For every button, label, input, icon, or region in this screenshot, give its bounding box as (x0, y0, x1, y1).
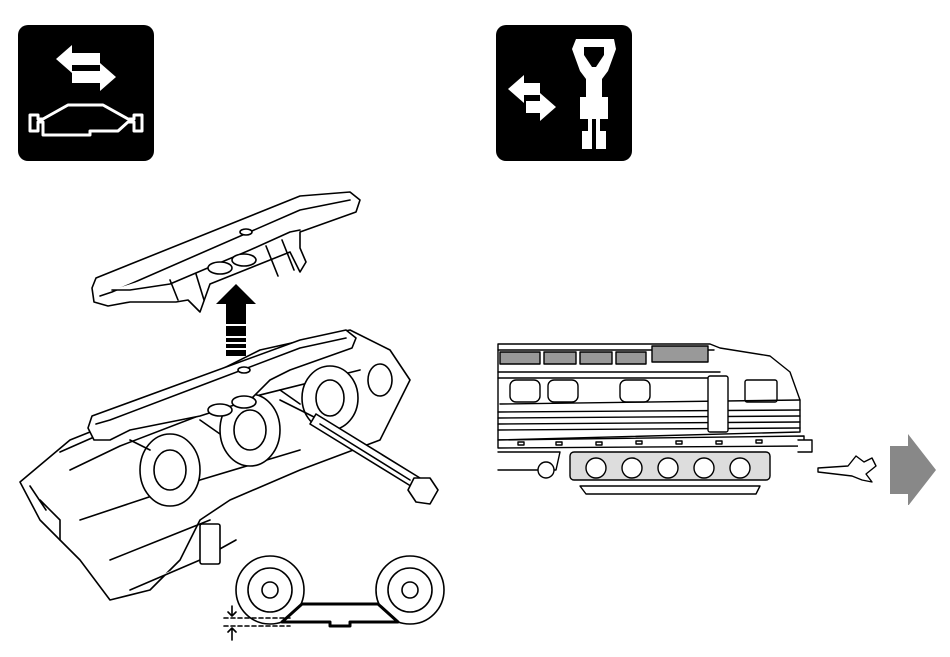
swap-coupler-icon (496, 25, 632, 161)
swap-arrows-icon (56, 45, 116, 91)
right-arrow-icon (890, 434, 936, 505)
locomotive-illustration (496, 330, 936, 505)
wheel-clearance-detail (224, 556, 444, 640)
locomotive-body (498, 344, 812, 494)
lift-up-arrow-icon (216, 284, 256, 356)
coupler-icon (572, 39, 616, 149)
swap-arrows-icon (508, 75, 556, 121)
bogie-skid-plate-illustration (10, 185, 470, 650)
pickup-shoe-icon (30, 105, 142, 135)
bogie-trucks (570, 452, 770, 494)
coupler-part-icon (818, 456, 876, 482)
swap-pickup-shoe-icon (18, 25, 154, 161)
